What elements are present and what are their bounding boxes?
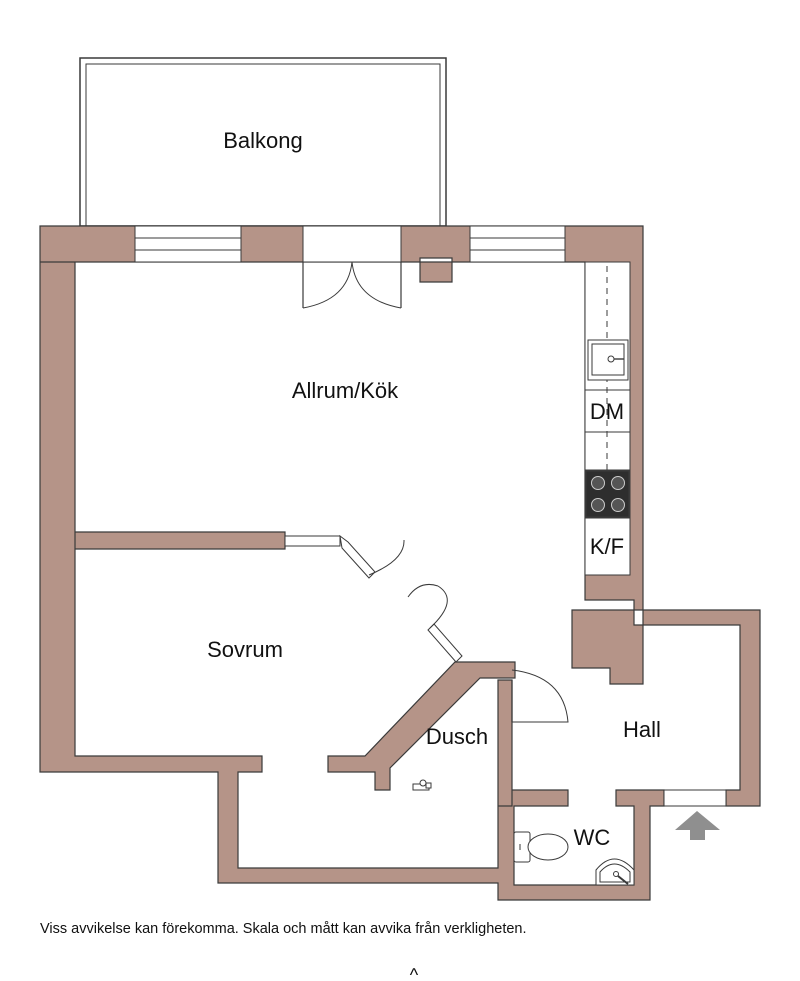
windows <box>134 225 566 263</box>
room-label-dusch: Dusch <box>426 724 488 749</box>
shower-door <box>511 669 569 723</box>
toilet-icon <box>513 831 569 863</box>
north-caret-icon: ^ <box>410 965 419 981</box>
room-label-sovrum: Sovrum <box>207 637 283 662</box>
room-label-wc: WC <box>574 825 611 850</box>
kitchen-sink-icon <box>587 339 629 381</box>
bedroom-door <box>284 534 463 663</box>
room-label-allrum-kok: Allrum/Kök <box>292 378 399 403</box>
entrance-arrow-icon <box>675 811 720 840</box>
room-label-hall: Hall <box>623 717 661 742</box>
appliance-label-dishwasher: DM <box>590 399 624 424</box>
walls <box>39 225 761 901</box>
appliance-label-fridge-freezer: K/F <box>590 534 624 559</box>
stove-hob-icon <box>585 470 630 518</box>
balcony <box>79 57 447 227</box>
disclaimer-text: Viss avvikelse kan förekomma. Skala och … <box>40 921 527 937</box>
balcony-door <box>302 225 402 309</box>
shower-tap-icon <box>412 779 432 791</box>
washbasin-icon <box>595 858 635 886</box>
room-label-balkong: Balkong <box>223 128 303 153</box>
entrance-door <box>663 789 727 807</box>
